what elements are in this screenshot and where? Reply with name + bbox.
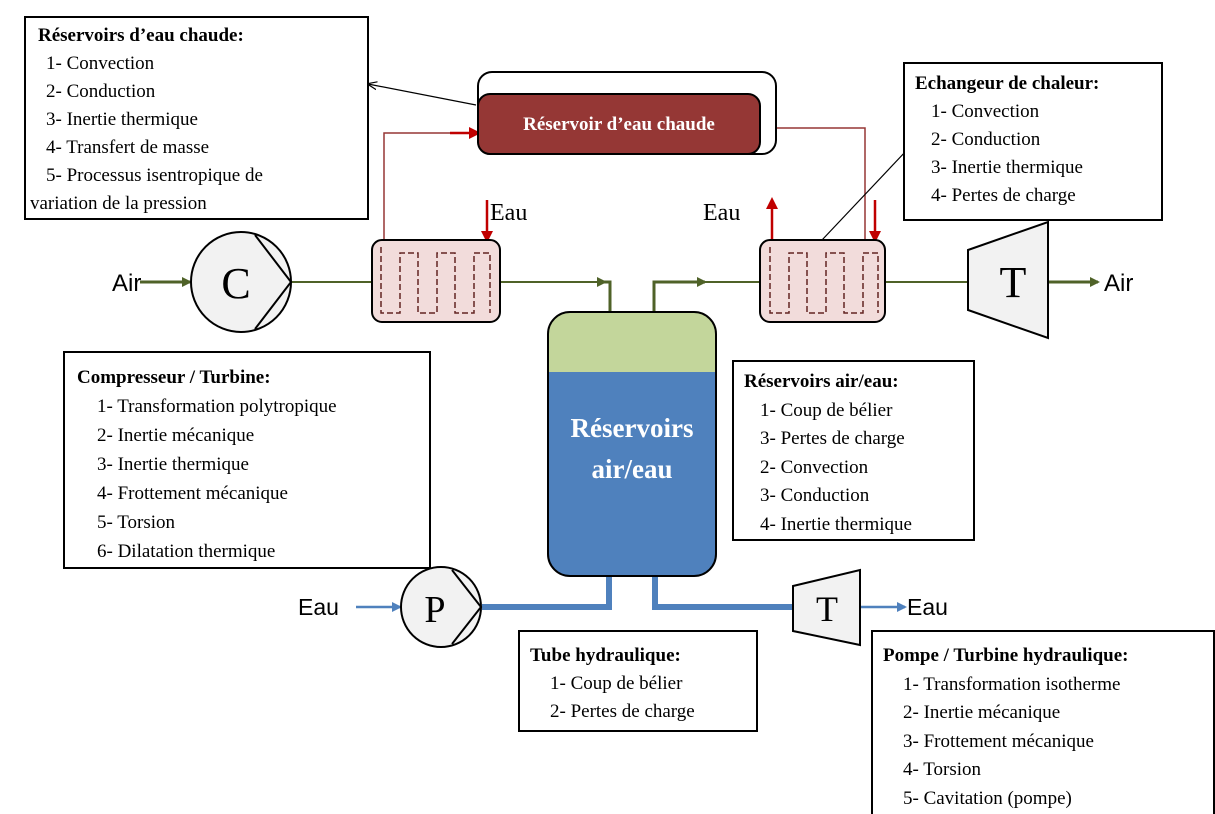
aw-item-2: 3- Pertes de charge (760, 428, 905, 449)
hydraulic-tube-box: Tube hydraulique: 1- Coup de bélier 2- P… (518, 630, 758, 732)
tube-item-1: 1- Coup de bélier (550, 673, 683, 694)
air-line-drop-tank (600, 280, 612, 312)
air-turbine (967, 220, 1049, 340)
hot-water-item-1: 1- Convection (46, 53, 155, 74)
hot-water-item-2: 2- Conduction (46, 81, 156, 102)
water-in-hx1-label: Eau (490, 200, 527, 226)
tank-air-section (548, 312, 716, 372)
water-pump-in-label: Eau (298, 594, 339, 620)
hot-water-item-3: 3- Inertie thermique (46, 109, 198, 130)
tank-label-line2: air/eau (592, 454, 673, 484)
water-turbine (792, 568, 861, 647)
pt-item-4: 4- Torsion (903, 759, 982, 780)
water-out-hx2-label: Eau (703, 200, 740, 226)
air-water-tank-box: Réservoirs air/eau: 1- Coup de bélier 3-… (732, 360, 975, 541)
exchanger-item-4: 4- Pertes de charge (931, 185, 1076, 206)
air-out-label: Air (1104, 270, 1133, 297)
aw-item-1: 1- Coup de bélier (760, 399, 893, 421)
water-line-pump-to-tank (482, 575, 612, 610)
air-line-tank-up (652, 277, 707, 312)
tank-label-line1: Réservoirs (571, 413, 694, 443)
exchanger-item-3: 3- Inertie thermique (931, 157, 1083, 178)
heat-exchanger-box: Echangeur de chaleur: 1- Convection 2- C… (903, 62, 1163, 221)
pump-turbine-box: Pompe / Turbine hydraulique: 1- Transfor… (871, 630, 1215, 814)
compressor-chevron (254, 234, 293, 330)
air-water-tank (547, 311, 717, 577)
exchanger-item-1: 1- Convection (931, 101, 1040, 122)
air-turbine-label: T (1000, 258, 1027, 307)
hot-tank-label: Réservoir d’eau chaude (523, 114, 715, 135)
pump-turbine-box-title: Pompe / Turbine hydraulique: (883, 645, 1129, 666)
hot-circuit-right (756, 127, 866, 240)
hot-circuit-left (383, 132, 478, 240)
ct-item-3: 3- Inertie thermique (97, 454, 249, 475)
pump-chevron (451, 569, 483, 645)
ct-item-6: 6- Dilatation thermique (97, 541, 276, 562)
heat-exchanger-2-coil (769, 247, 879, 314)
pt-item-5: 5- Cavitation (pompe) (903, 787, 1072, 809)
heat-exchanger-1-coil (380, 247, 491, 314)
hot-water-tank-box-title: Réservoirs d’eau chaude: (38, 25, 244, 46)
hot-water-item-4: 4- Transfert de masse (46, 137, 210, 158)
exchanger-item-2: 2- Conduction (931, 129, 1041, 150)
air-water-tank-box-title: Réservoirs air/eau: (744, 371, 899, 392)
pump-label: P (424, 589, 445, 631)
connector-hx2-to-box (821, 149, 908, 241)
connector-hot-tank-to-box (368, 84, 477, 106)
compressor-turbine-box-title: Compresseur / Turbine: (77, 367, 271, 388)
pt-item-2: 2- Inertie mécanique (903, 702, 1061, 723)
tube-item-2: 2- Pertes de charge (550, 701, 695, 722)
hot-water-item-5-cont: variation de la pression (30, 193, 207, 214)
heat-exchanger-box-title: Echangeur de chaleur: (915, 73, 1100, 94)
pt-item-3: 3- Frottement mécanique (903, 730, 1094, 752)
compressor-label: C (221, 259, 250, 308)
air-in-label: Air (112, 270, 141, 297)
ct-item-5: 5- Torsion (97, 512, 176, 533)
hot-water-item-5: 5- Processus isentropique de (46, 165, 263, 186)
water-line-tank-to-turbine (652, 575, 793, 610)
ct-item-2: 2- Inertie mécanique (97, 425, 255, 446)
hot-water-tank-box: Réservoirs d’eau chaude: 1- Convection 2… (24, 16, 369, 220)
pt-item-1: 1- Transformation isotherme (903, 673, 1121, 695)
tank-water-section (548, 372, 716, 576)
hydraulic-tube-box-title: Tube hydraulique: (530, 645, 681, 666)
aw-item-3: 2- Convection (760, 456, 869, 478)
water-turbine-out-label: Eau (907, 594, 948, 620)
heat-exchanger-1 (371, 239, 501, 323)
water-turbine-label: T (816, 589, 838, 629)
compressor-turbine-box: Compresseur / Turbine: 1- Transformation… (63, 351, 431, 569)
aw-item-4: 3- Conduction (760, 485, 870, 506)
ct-item-4: 4- Frottement mécanique (97, 483, 288, 504)
aw-item-5: 4- Inertie thermique (760, 513, 912, 535)
ct-item-1: 1- Transformation polytropique (97, 396, 337, 417)
hot-tank (477, 93, 761, 155)
